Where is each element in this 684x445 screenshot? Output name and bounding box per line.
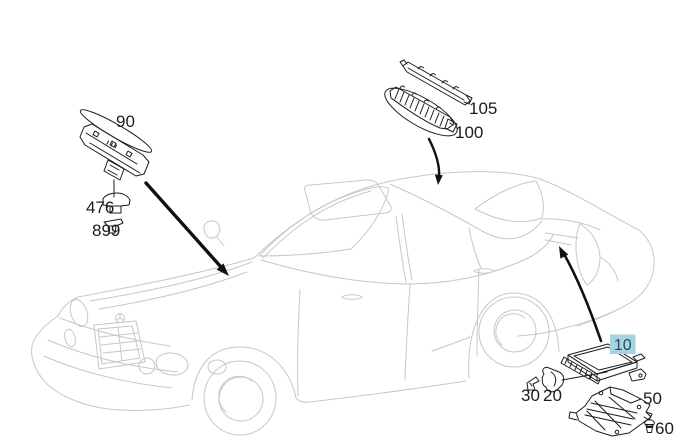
car-sunroof (303, 179, 392, 221)
arrow-head (216, 263, 229, 276)
car-rear-rim (493, 309, 537, 353)
part-100-gasket (384, 87, 458, 137)
arrow-head (434, 174, 443, 185)
part-100-clips (399, 85, 441, 110)
callout-label-30[interactable]: 30 (521, 386, 540, 405)
part-50-side-tabs (568, 411, 653, 421)
part-10-connector-small (589, 373, 601, 385)
part-10-leader-line (561, 371, 608, 381)
part-50-hole-3 (614, 429, 620, 435)
car-rear-window (474, 180, 544, 223)
car-door-lines (297, 269, 480, 397)
part-100-hatching (394, 88, 445, 127)
car-rear-hub-arc (495, 313, 526, 346)
car-headlight-outer (155, 352, 189, 376)
car-fog-light (207, 359, 227, 375)
car-front-end (31, 296, 191, 411)
callout-badge-10[interactable]: 10 (610, 334, 636, 355)
callout-label-105[interactable]: 105 (469, 99, 497, 118)
part-100-connector (444, 118, 458, 133)
car-windshield (258, 186, 390, 257)
part-90-housing (79, 123, 150, 177)
part-105-clips (417, 66, 459, 90)
part-10-foot-hole (638, 373, 643, 378)
car-a-pillar (262, 190, 372, 259)
callout-label-899[interactable]: 899 (92, 221, 120, 240)
arrow-10-to-rear-shelf (559, 246, 603, 343)
arrow-head (559, 246, 569, 259)
arrow-100-to-roof (427, 137, 443, 185)
part-60-head (644, 419, 655, 427)
part-20-bracket[interactable] (541, 367, 565, 393)
part-105-end-tabs (399, 59, 473, 105)
arrow-line (144, 181, 223, 269)
part-90-connector (103, 159, 125, 181)
car-roof-rail (389, 183, 543, 240)
arrow-line (427, 137, 441, 179)
callout-badge-10-background (610, 334, 636, 354)
car-c-pillar-divider (468, 227, 482, 269)
part-30-body (526, 376, 540, 391)
car-headlight-left (69, 298, 89, 328)
car-star-spokes (115, 313, 125, 321)
part-50-hole-1 (598, 390, 604, 396)
part-50-hole-2 (636, 404, 642, 410)
car-front-tire (203, 360, 277, 436)
car-silhouette (77, 171, 655, 327)
part-105-cover-rail[interactable] (399, 59, 473, 106)
part-50-top-fold (609, 386, 642, 404)
car-indicator-left (64, 328, 76, 348)
part-50-mounting-bracket[interactable] (568, 386, 653, 437)
part-10-antenna-module[interactable] (560, 343, 647, 385)
car-hood-creases (89, 261, 253, 310)
arrow-90-to-windshield (144, 181, 229, 276)
part-476-clip[interactable] (102, 192, 131, 214)
car-front-rim (218, 376, 264, 422)
part-10-right-face (596, 361, 638, 382)
part-50-cross-ribs (586, 396, 636, 431)
car-b-pillar (395, 213, 413, 283)
car-rear-wheel-arch (468, 292, 560, 379)
callout-label-90[interactable]: 90 (116, 112, 135, 131)
part-30-clip[interactable] (526, 376, 540, 391)
part-10-mount-foot (628, 353, 647, 382)
car-beltline (260, 234, 554, 285)
car-grille (93, 320, 146, 370)
callout-badge-10-label: 10 (614, 337, 632, 354)
callout-label-20[interactable]: 20 (543, 386, 562, 405)
part-476-body (102, 192, 131, 214)
car-door-handles (341, 268, 495, 300)
part-50-outline (575, 386, 652, 437)
part-60-details (645, 424, 654, 433)
part-105-rail (402, 61, 471, 106)
callout-label-50[interactable]: 50 (643, 389, 662, 408)
car-headlight-inner (138, 357, 156, 375)
part-20-body (541, 367, 565, 393)
part-90-windshield-antenna-amplifier[interactable] (77, 105, 155, 198)
car-outline (31, 171, 655, 436)
arrow-line (562, 252, 603, 343)
car-mirror (203, 220, 225, 247)
callout-label-100[interactable]: 100 (455, 123, 483, 142)
part-100-rear-antenna-amplifier[interactable] (378, 79, 463, 144)
part-60-screw[interactable] (644, 419, 655, 433)
callout-label-60[interactable]: 60 (655, 419, 674, 438)
part-899-fastener[interactable] (103, 218, 124, 234)
callout-label-476[interactable]: 476 (86, 198, 114, 217)
car-rear-bumper (431, 256, 629, 352)
car-front-hub-arc (218, 375, 253, 413)
part-10-connector-block (560, 356, 593, 380)
car-taillight (575, 223, 601, 286)
car-front-wheel-arch (191, 346, 467, 403)
car-trunk (541, 218, 601, 246)
part-90-hash-marks (106, 140, 117, 149)
part-90-tabs (92, 130, 133, 158)
car-rear-tire (478, 296, 550, 368)
part-899-body (103, 218, 124, 234)
car-bumper-lines (43, 317, 179, 389)
